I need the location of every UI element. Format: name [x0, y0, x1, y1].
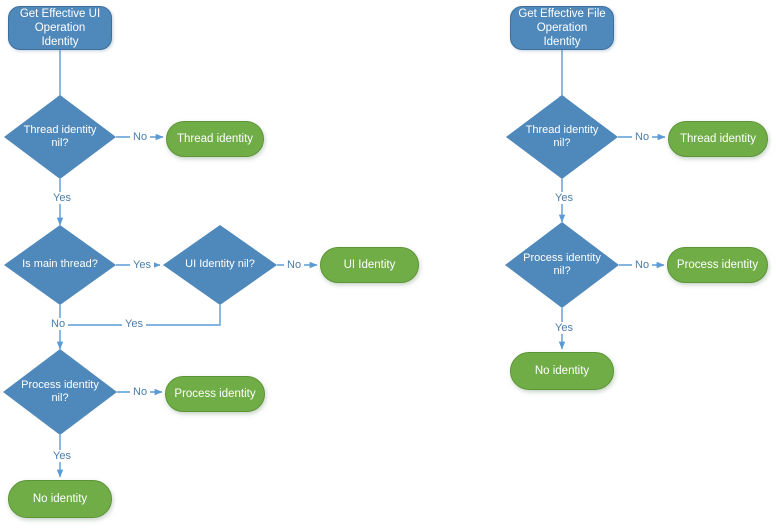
edge-label-ui-main-thread-to-ui-identity-nil: Yes: [130, 259, 154, 271]
edge-label-ui-process-nil-to-ui-process-identity: No: [130, 386, 151, 398]
node-label: Process identity: [676, 258, 759, 271]
edge-label-ui-main-thread-to-ui-process-nil: No: [48, 318, 69, 330]
node-label: No identity: [32, 492, 88, 505]
node-label: UI Identity nil?: [185, 258, 255, 271]
node-ui-identity-nil[interactable]: UI Identity nil?: [163, 225, 277, 305]
node-ui-no-identity[interactable]: No identity: [8, 480, 112, 518]
edge-label-ui-thread-nil-to-ui-main-thread: Yes: [50, 192, 74, 204]
node-label: Thread identity: [176, 132, 254, 145]
node-f-thread-identity[interactable]: Thread identity: [668, 121, 768, 157]
node-label: Process identity: [174, 387, 256, 400]
node-ui-identity[interactable]: UI Identity: [320, 247, 419, 283]
node-ui-thread-identity[interactable]: Thread identity: [166, 121, 264, 157]
edge-label-f-thread-nil-to-f-process-nil: Yes: [552, 192, 576, 204]
edge-label-ui-identity-nil-to-ui-process-nil: Yes: [122, 318, 146, 330]
node-label: Process identity nil?: [523, 251, 601, 277]
node-label: Get Effective UI Operation Identity: [19, 7, 101, 49]
edge-label-ui-process-nil-to-ui-no-identity: Yes: [50, 450, 74, 462]
node-label: Thread identity nil?: [23, 123, 97, 149]
node-f-no-identity[interactable]: No identity: [510, 352, 614, 390]
node-label: No identity: [534, 364, 590, 377]
edge-label-f-process-nil-to-f-no-identity: Yes: [552, 322, 576, 334]
node-label: Is main thread?: [22, 258, 98, 271]
node-label: Thread identity nil?: [525, 123, 599, 149]
edge-label-ui-identity-nil-to-ui-identity: No: [284, 259, 305, 271]
node-label: Process identity nil?: [21, 378, 99, 404]
node-label: Get Effective File Operation Identity: [518, 7, 606, 49]
node-f-start[interactable]: Get Effective File Operation Identity: [510, 6, 614, 50]
node-ui-thread-nil[interactable]: Thread identity nil?: [4, 95, 116, 179]
node-ui-process-identity[interactable]: Process identity: [165, 376, 265, 412]
node-f-process-identity[interactable]: Process identity: [667, 247, 768, 283]
node-ui-process-nil[interactable]: Process identity nil?: [3, 349, 117, 435]
node-ui-start[interactable]: Get Effective UI Operation Identity: [8, 6, 112, 50]
edge-label-f-process-nil-to-f-process-identity: No: [632, 259, 653, 271]
edge-label-f-thread-nil-to-f-thread-identity: No: [632, 131, 653, 143]
node-f-thread-nil[interactable]: Thread identity nil?: [506, 95, 618, 179]
node-ui-main-thread[interactable]: Is main thread?: [4, 225, 116, 305]
node-label: UI Identity: [343, 258, 396, 271]
node-f-process-nil[interactable]: Process identity nil?: [505, 222, 619, 308]
node-label: Thread identity: [679, 132, 757, 145]
edge-label-ui-thread-nil-to-ui-thread-identity: No: [130, 131, 151, 143]
